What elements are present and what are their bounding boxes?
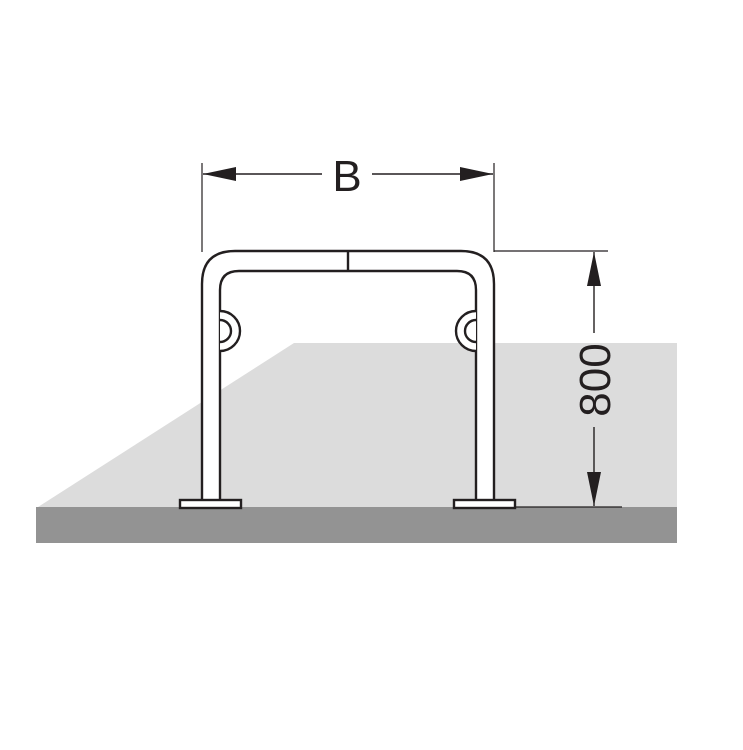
right-base-plate [452, 498, 517, 510]
width-label: B [332, 152, 361, 201]
right-wall-flange [454, 309, 477, 353]
left-base-plate [178, 498, 243, 510]
floor-front-edge [36, 507, 677, 543]
width-arrowhead-right [460, 167, 493, 181]
height-arrowhead-top [587, 252, 601, 286]
height-label: 800 [571, 343, 620, 416]
left-wall-flange [219, 309, 242, 353]
width-dimension [201, 163, 495, 252]
height-arrowhead-bottom [587, 472, 601, 506]
floor-top-surface [38, 343, 677, 507]
floor [36, 343, 677, 543]
bracket [178, 249, 517, 510]
width-arrowhead-left [203, 167, 236, 181]
height-dimension [494, 250, 622, 508]
